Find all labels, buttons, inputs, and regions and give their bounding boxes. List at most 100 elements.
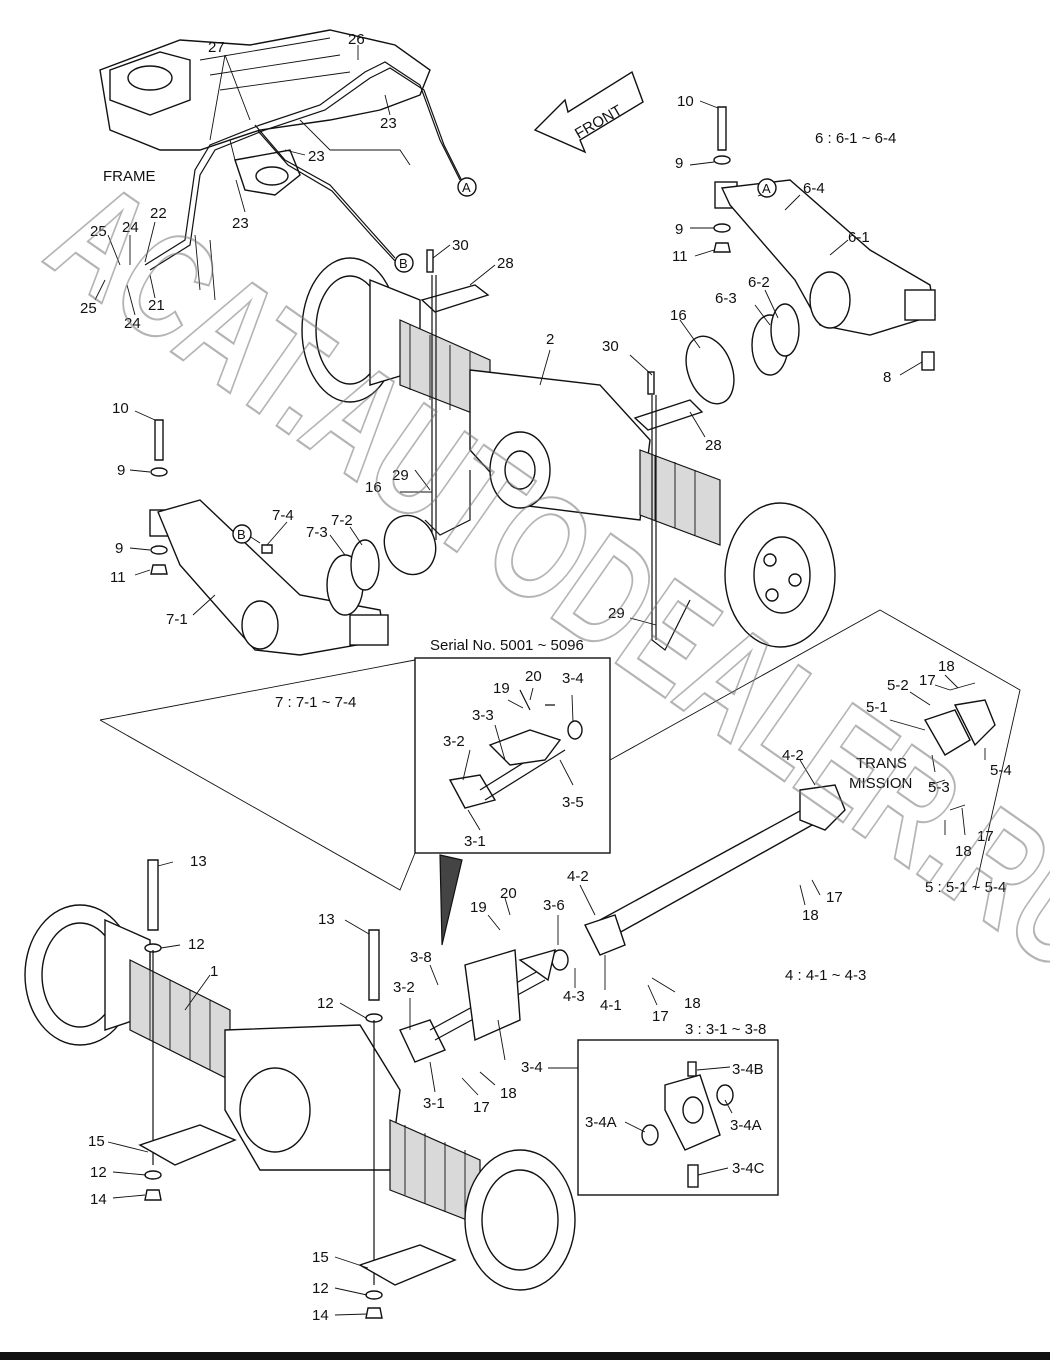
group-4-note: 4 : 4-1 ~ 4-3	[785, 967, 866, 984]
rear-axle	[24, 904, 576, 1291]
callout: 11	[110, 569, 126, 586]
callout: 10	[677, 93, 694, 110]
callout: 2	[546, 331, 554, 348]
callout: 22	[150, 205, 167, 222]
callout: 10	[112, 400, 129, 417]
coupling-5	[923, 682, 996, 811]
serial-label: Serial No. 5001 ~ 5096	[430, 637, 584, 654]
trans-label-2: MISSION	[849, 775, 912, 792]
frame-label: FRAME	[103, 168, 156, 185]
svg-text:A: A	[762, 181, 771, 196]
callout: 29	[608, 605, 625, 622]
frame-structure	[99, 29, 431, 301]
svg-text:A: A	[462, 180, 471, 195]
callout: 20	[525, 668, 542, 685]
callout: 19	[493, 680, 510, 697]
callout: 3-4	[521, 1059, 543, 1076]
callout: 3-4A	[585, 1114, 617, 1131]
callout: 4-2	[782, 747, 804, 764]
leader-lines	[94, 45, 986, 1316]
callout: 3-8	[410, 949, 432, 966]
callout: 5-3	[928, 779, 950, 796]
callout: 20	[500, 885, 517, 902]
callout: 12	[317, 995, 334, 1012]
front-arrow: FRONT	[533, 70, 644, 154]
marker-a-lower: A	[757, 178, 777, 198]
callout: 19	[470, 899, 487, 916]
callout: 17	[473, 1099, 490, 1116]
callout: 1	[210, 963, 218, 980]
callout: 5-2	[887, 677, 909, 694]
callout: 4-2	[567, 868, 589, 885]
callout: 3-6	[543, 897, 565, 914]
callout: 3-3	[472, 707, 494, 724]
callout: 30	[602, 338, 619, 355]
group-6-note: 6 : 6-1 ~ 6-4	[815, 130, 896, 147]
callout: 3-5	[562, 794, 584, 811]
callout: 3-1	[423, 1095, 445, 1112]
propeller-shaft	[584, 784, 846, 956]
front-axle	[301, 257, 836, 648]
callout: 6-3	[715, 290, 737, 307]
callout: 3-4C	[732, 1160, 765, 1177]
pads-and-bolts-upper	[420, 249, 704, 651]
callout: 17	[977, 828, 994, 845]
callout: 6-4	[803, 180, 825, 197]
brake-lines	[144, 61, 465, 271]
marker-a-upper: A	[457, 177, 477, 197]
callout: 3-1	[464, 833, 486, 850]
callout: 3-2	[443, 733, 465, 750]
notes: FRAME TRANS MISSION Serial No. 5001 ~ 50…	[103, 130, 1006, 1038]
callout: 5-4	[990, 762, 1012, 779]
callout: 14	[312, 1307, 329, 1324]
callout: 7-1	[166, 611, 188, 628]
callout: 9	[115, 540, 123, 557]
callout: 27	[208, 39, 225, 56]
callout: 17	[826, 889, 843, 906]
callout: 9	[675, 155, 683, 172]
group-5-note: 5 : 5-1 ~ 5-4	[925, 879, 1006, 896]
callout: 6-1	[848, 229, 870, 246]
callout: 17	[652, 1008, 669, 1025]
shaft-3	[399, 948, 569, 1063]
callout: 30	[452, 237, 469, 254]
detail-inset-3-4	[548, 1039, 779, 1196]
callout: 17	[919, 672, 936, 689]
bottom-border	[0, 1352, 1050, 1360]
callout: 16	[670, 307, 687, 324]
inset-arrow	[439, 854, 463, 946]
callout: 23	[380, 115, 397, 132]
svg-text:B: B	[399, 256, 408, 271]
callout: 12	[90, 1164, 107, 1181]
rings-16	[383, 335, 735, 576]
callout: 16	[365, 479, 382, 496]
callout: 28	[705, 437, 722, 454]
group-7-note: 7 : 7-1 ~ 7-4	[275, 694, 356, 711]
callout: 4-1	[600, 997, 622, 1014]
support-7	[149, 419, 389, 656]
callout: 4-3	[563, 988, 585, 1005]
callout: 18	[938, 658, 955, 675]
callout: 15	[88, 1133, 105, 1150]
callout: 12	[312, 1280, 329, 1297]
callout: 3-4B	[732, 1061, 764, 1078]
callout: 15	[312, 1249, 329, 1266]
callout: 13	[318, 911, 335, 928]
callout: 8	[883, 369, 891, 386]
callout: 3-4	[562, 670, 584, 687]
callout: 18	[500, 1085, 517, 1102]
callout: 18	[684, 995, 701, 1012]
rear-mounts	[138, 859, 457, 1319]
callout: 28	[497, 255, 514, 272]
callout: 13	[190, 853, 207, 870]
callout: 6-2	[748, 274, 770, 291]
callout: 9	[117, 462, 125, 479]
callout: 9	[675, 221, 683, 238]
marker-b-lower: B	[232, 524, 252, 544]
callouts: 27 26 23 23 23 A B 25 24 22 25 24 21 30 …	[80, 31, 1012, 1324]
callout: 5-1	[866, 699, 888, 716]
callout: 26	[348, 31, 365, 48]
callout: 23	[232, 215, 249, 232]
callout: 25	[90, 223, 107, 240]
